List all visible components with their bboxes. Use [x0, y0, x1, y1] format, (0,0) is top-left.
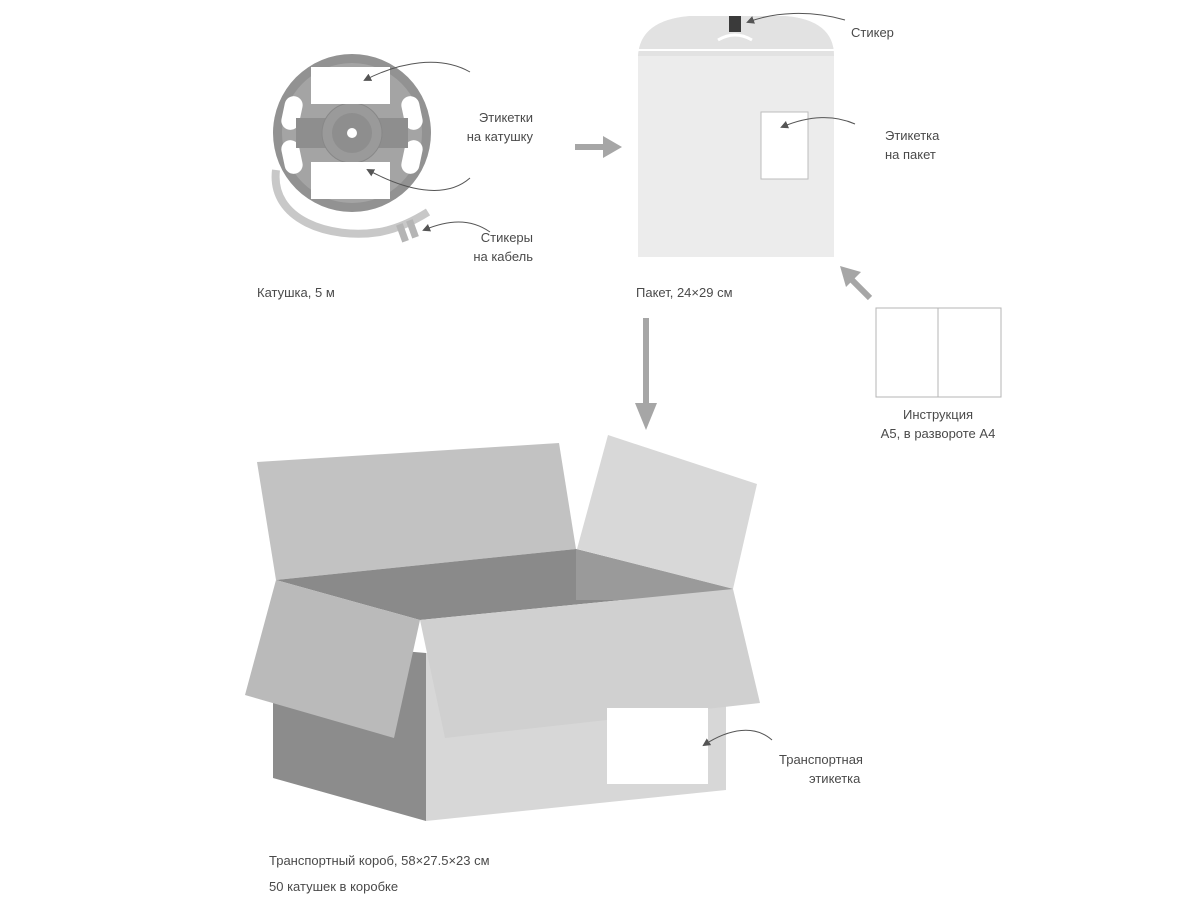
bag-label-line1: Этикетка	[885, 128, 940, 143]
bag-drawing	[638, 16, 834, 257]
bag-caption: Пакет, 24×29 см	[636, 285, 733, 300]
arrow-right	[575, 136, 622, 158]
pointer	[702, 729, 773, 747]
box-caption-line2: 50 катушек в коробке	[269, 879, 399, 894]
manual-line1: Инструкция	[903, 407, 973, 422]
manual-drawing	[875, 307, 1002, 398]
bag-sticker-text: Стикер	[851, 25, 894, 40]
reel-labels-line1: Этикетки	[478, 110, 533, 125]
box-label-line2: этикетка	[809, 771, 861, 786]
reel-hole	[347, 128, 357, 138]
box-flap-right-back	[577, 435, 757, 589]
reel-caption: Катушка, 5 м	[257, 285, 335, 300]
reel-labels-line2: на катушку	[466, 129, 533, 144]
reel-cutout	[401, 140, 423, 174]
box-label-line1: Транспортная	[779, 752, 863, 767]
pointer	[746, 12, 846, 24]
box-drawing	[245, 435, 760, 821]
box-label-text: Транспортная этикетка	[779, 750, 863, 788]
pointer	[780, 117, 856, 129]
pointer	[422, 221, 491, 233]
arrow-diagonal	[840, 266, 873, 301]
reel-stickers-text: Стикеры на кабель	[473, 228, 533, 266]
bag-label	[760, 111, 809, 180]
reel-label-top	[311, 67, 390, 104]
bag-sticker	[729, 16, 741, 32]
bag-label-text: Этикетка на пакет	[885, 126, 939, 164]
bag-body	[638, 16, 834, 257]
reel-cutout	[281, 140, 303, 174]
cable-sticker	[396, 219, 419, 243]
reel-label-bottom	[311, 162, 390, 199]
box-shipping-label	[607, 708, 708, 784]
pointer	[366, 169, 471, 191]
box-flap-back	[257, 443, 576, 580]
reel-stickers-line2: на кабель	[473, 249, 533, 264]
box-flap-front	[420, 589, 760, 738]
pointer	[363, 61, 471, 81]
box-caption-line1: Транспортный короб, 58×27.5×23 см	[269, 853, 490, 868]
reel-stickers-line1: Стикеры	[480, 230, 533, 245]
reel-labels-text: Этикетки на катушку	[467, 108, 533, 146]
manual-text: Инструкция А5, в развороте А4	[858, 405, 1018, 443]
box-flap-left	[245, 580, 420, 738]
reel-drawing	[271, 54, 431, 243]
arrow-down	[635, 318, 657, 430]
bag-label-line2: на пакет	[885, 147, 936, 162]
manual-line2: А5, в развороте А4	[880, 426, 996, 441]
